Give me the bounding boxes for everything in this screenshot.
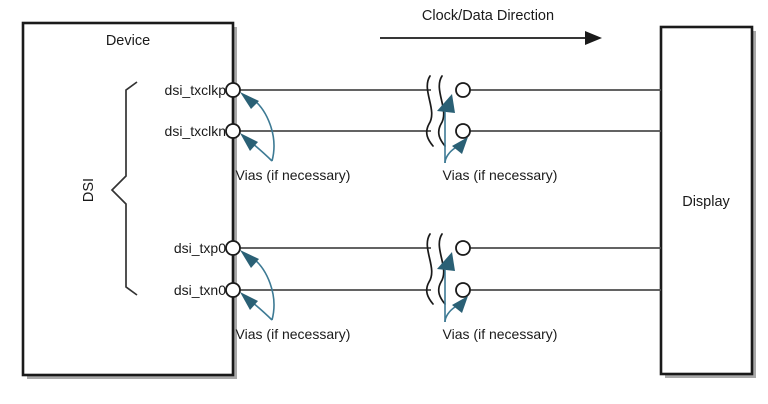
break-squiggle-icon-clock-b [437, 75, 446, 147]
via-arrow-head-device-txp0 [240, 250, 259, 268]
via-arrow-curve-break-txn0 [444, 306, 456, 323]
clock-data-direction: Clock/Data Direction [380, 8, 602, 45]
via-callout-label-break-data: Vias (if necessary) [443, 326, 558, 342]
via-pad-break-txn0 [455, 282, 471, 298]
trace-break-data [425, 233, 446, 305]
via-arrow-head-break-clkn [452, 137, 468, 154]
trace-break-clock [425, 75, 446, 147]
pin-label-dsi-txn0: dsi_txn0 [174, 282, 226, 298]
via-arrow-curve-device-clkp [253, 99, 275, 162]
break-squiggle-icon-data-a [425, 233, 434, 305]
dsi-bus-label: DSI [81, 178, 97, 202]
via-arrow-head-break-txn0 [452, 296, 468, 313]
via-pads [225, 82, 471, 298]
display-block-outline [659, 25, 754, 376]
via-arrow-head-device-txn0 [240, 292, 258, 310]
via-pad-device-clkn [225, 123, 241, 139]
via-callout-break-clock: Vias (if necessary) [437, 94, 557, 183]
via-callout-label-break-clock: Vias (if necessary) [443, 167, 558, 183]
via-arrow-head-device-clkp [240, 92, 259, 109]
via-pad-break-clkn [455, 123, 471, 139]
pin-labels: dsi_txclkp dsi_txclkn dsi_txp0 dsi_txn0 [165, 82, 227, 298]
device-block-label: Device [106, 33, 150, 49]
pin-label-dsi-txclkn: dsi_txclkn [165, 123, 226, 139]
break-squiggle-icon-data-b [437, 233, 446, 305]
device-block: Device [21, 21, 237, 379]
dsi-bus-bracket: DSI [81, 81, 138, 296]
via-callout-label-device-data: Vias (if necessary) [236, 326, 351, 342]
via-arrow-curve-break-clkn [444, 147, 456, 164]
via-pad-break-clkp [455, 82, 471, 98]
display-block: Display [659, 25, 756, 378]
via-callout-device-clock: Vias (if necessary) [236, 92, 351, 183]
pin-label-dsi-txp0: dsi_txp0 [174, 240, 226, 256]
via-arrow-curve-device-txp0 [253, 258, 275, 321]
via-pad-break-txp0 [455, 240, 471, 256]
via-callout-break-data: Vias (if necessary) [437, 252, 557, 342]
pin-label-dsi-txclkp: dsi_txclkp [165, 82, 227, 98]
display-block-label: Display [682, 194, 730, 210]
via-pad-device-txp0 [225, 240, 241, 256]
via-pad-device-clkp [225, 82, 241, 98]
via-pad-device-txn0 [225, 282, 241, 298]
break-squiggle-icon-clock-a [425, 75, 434, 147]
signal-traces [240, 89, 661, 291]
via-arrow-head-break-clkp [437, 94, 455, 113]
via-arrow-curve-device-txn0 [251, 301, 273, 321]
via-callout-label-device-clock: Vias (if necessary) [236, 167, 351, 183]
device-block-outline [21, 21, 235, 377]
via-arrow-curve-device-clkn [251, 142, 273, 162]
via-arrow-head-break-txp0 [437, 252, 455, 271]
dsi-brace-icon [110, 81, 138, 296]
via-arrow-head-device-clkn [240, 133, 258, 151]
via-callout-device-data: Vias (if necessary) [236, 250, 351, 342]
clock-data-direction-label: Clock/Data Direction [422, 8, 554, 24]
clock-data-direction-arrowhead-icon [585, 31, 602, 45]
